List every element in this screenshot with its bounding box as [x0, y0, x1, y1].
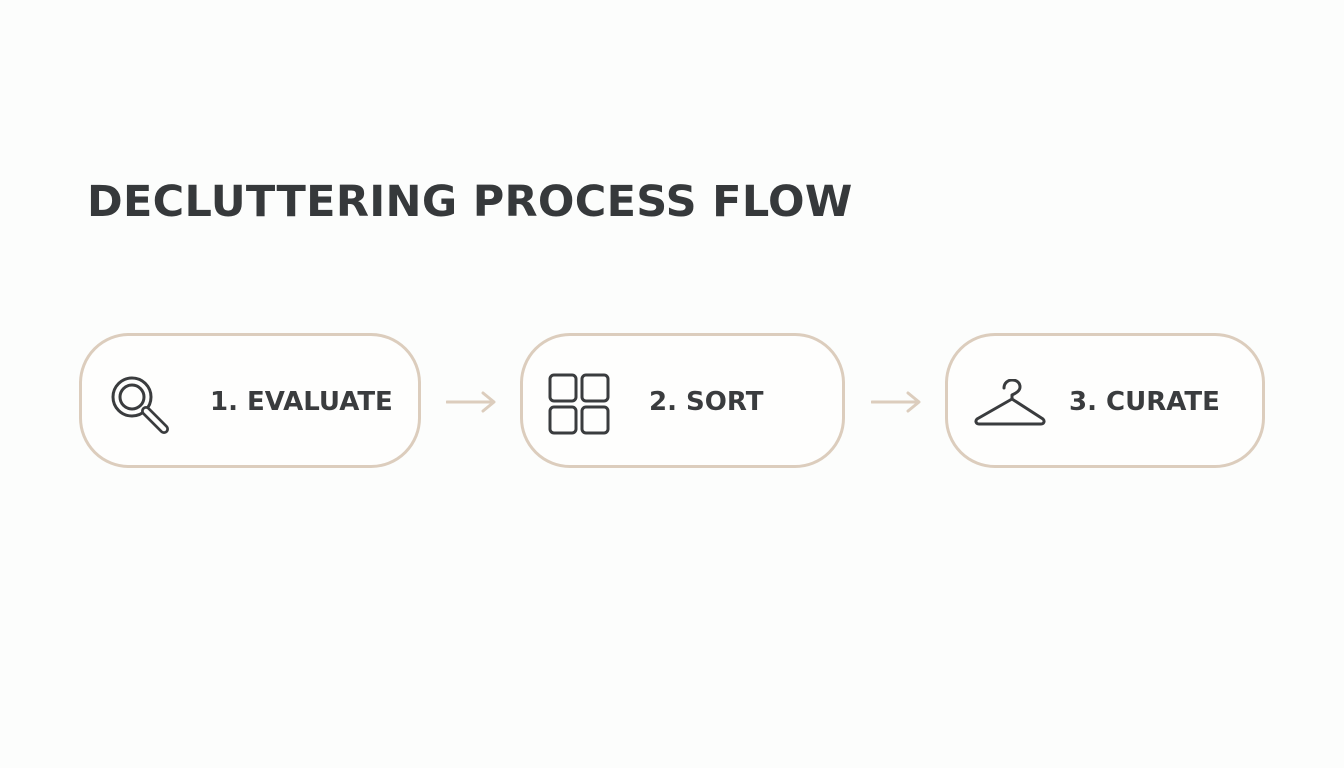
step-label-curate: 3. CURATE: [1069, 387, 1220, 417]
diagram-title: DECLUTTERING PROCESS FLOW: [87, 177, 853, 227]
magnifying-glass-icon: [111, 376, 169, 434]
step-label-sort: 2. SORT: [649, 387, 764, 417]
four-squares-grid-icon: [548, 373, 610, 435]
clothes-hanger-icon: [974, 379, 1046, 426]
step-sort: 2. SORT: [520, 333, 845, 468]
arrow-right-icon: [446, 391, 496, 413]
step-curate: 3. CURATE: [945, 333, 1265, 468]
step-label-evaluate: 1. EVALUATE: [210, 387, 393, 417]
step-evaluate: 1. EVALUATE: [79, 333, 421, 468]
arrow-right-icon: [871, 391, 921, 413]
